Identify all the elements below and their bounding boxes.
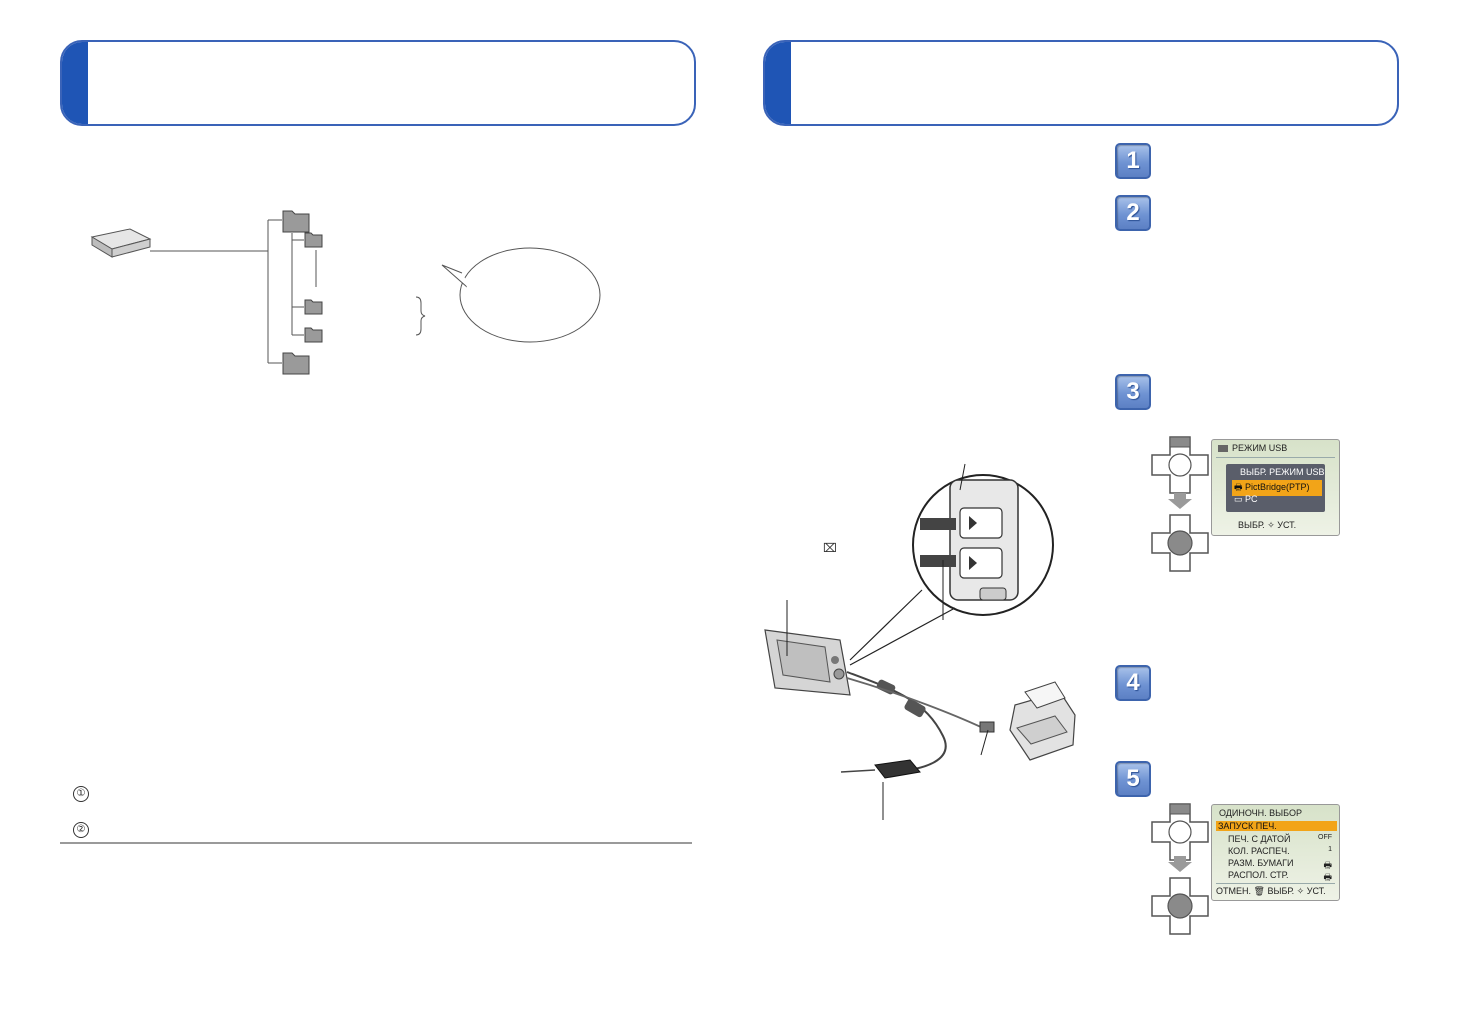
memory-card-icon bbox=[90, 228, 152, 258]
printer-icon: 🖶 bbox=[1323, 872, 1333, 882]
right-header-tab bbox=[765, 42, 791, 124]
print-row-date[interactable]: ПЕЧ. С ДАТОЙ OFF bbox=[1228, 834, 1332, 844]
ferrite-core bbox=[904, 698, 926, 718]
down-arrow-icon bbox=[1168, 856, 1192, 872]
step5-dpad-group bbox=[1151, 803, 1209, 935]
print-row-start[interactable]: ЗАПУСК ПЕЧ. bbox=[1216, 821, 1337, 831]
printer-illustration bbox=[980, 681, 1076, 761]
dpad-small-icon: ✧ bbox=[1267, 520, 1275, 530]
step-1-badge: 1 bbox=[1115, 143, 1151, 179]
ac-adaptor-illustration bbox=[840, 759, 921, 820]
print-screen: ОДИНОЧН. ВЫБОР ЗАПУСК ПЕЧ. ПЕЧ. С ДАТОЙ … bbox=[1211, 804, 1340, 901]
pc-icon: ▭ bbox=[1234, 494, 1243, 504]
left-header-box bbox=[60, 40, 696, 126]
print-row-paper-size[interactable]: РАЗМ. БУМАГИ 🖶 bbox=[1228, 858, 1332, 870]
step-2-badge: 2 bbox=[1115, 195, 1151, 231]
usb-mode-footer: ВЫБР. ✧ УСТ. bbox=[1238, 520, 1297, 530]
dpad-icon bbox=[1151, 803, 1209, 861]
right-header-box bbox=[763, 40, 1399, 126]
down-arrow-icon bbox=[1168, 493, 1192, 509]
step-4-badge: 4 bbox=[1115, 665, 1151, 701]
dpad-icon bbox=[1151, 514, 1209, 572]
connection-illustration: ⌧ bbox=[764, 463, 1076, 820]
printer-icon: 🖶 bbox=[1234, 482, 1243, 492]
printer-icon: 🖶 bbox=[1323, 860, 1333, 870]
print-screen-header: ОДИНОЧН. ВЫБОР bbox=[1219, 808, 1302, 818]
circled-marker-2: ② bbox=[73, 822, 89, 838]
av-terminal-icon: ⌧ bbox=[823, 541, 837, 555]
step3-dpad-group bbox=[1151, 436, 1209, 572]
usb-mode-subheader: ВЫБР. РЕЖИМ USB bbox=[1240, 467, 1325, 477]
step-3-badge: 3 bbox=[1115, 374, 1151, 410]
left-header-tab bbox=[62, 42, 88, 124]
dpad-small-icon: ✧ bbox=[1296, 886, 1305, 896]
speech-bubble bbox=[441, 247, 601, 343]
usb-mode-header: РЕЖИМ USB bbox=[1232, 443, 1288, 453]
print-screen-footer: ОТМЕН. 🗑 ВЫБР. ✧ УСТ. bbox=[1216, 886, 1326, 896]
print-row-layout[interactable]: РАСПОЛ. СТР. 🖶 bbox=[1228, 870, 1332, 882]
dpad-icon bbox=[1151, 877, 1209, 935]
circled-marker-1: ① bbox=[73, 786, 89, 802]
folder-tree-diagram bbox=[90, 210, 601, 375]
camera-illustration bbox=[764, 600, 851, 696]
print-row-copies[interactable]: КОЛ. РАСПЕЧ. 1 bbox=[1228, 846, 1332, 856]
step-5-badge: 5 bbox=[1115, 761, 1151, 797]
usb-option-pc[interactable]: ▭ PC bbox=[1234, 494, 1258, 504]
camera-terminal-closeup bbox=[912, 463, 1054, 620]
usb-icon bbox=[1218, 445, 1228, 452]
trash-icon: 🗑 bbox=[1253, 886, 1265, 896]
dpad-icon bbox=[1151, 436, 1209, 494]
folder-icon bbox=[282, 210, 323, 375]
usb-option-pictbridge[interactable]: 🖶 PictBridge(PTP) bbox=[1232, 480, 1322, 496]
left-page-rule bbox=[60, 842, 692, 844]
usb-mode-screen: РЕЖИМ USB ВЫБР. РЕЖИМ USB 🖶 PictBridge(P… bbox=[1211, 439, 1340, 536]
